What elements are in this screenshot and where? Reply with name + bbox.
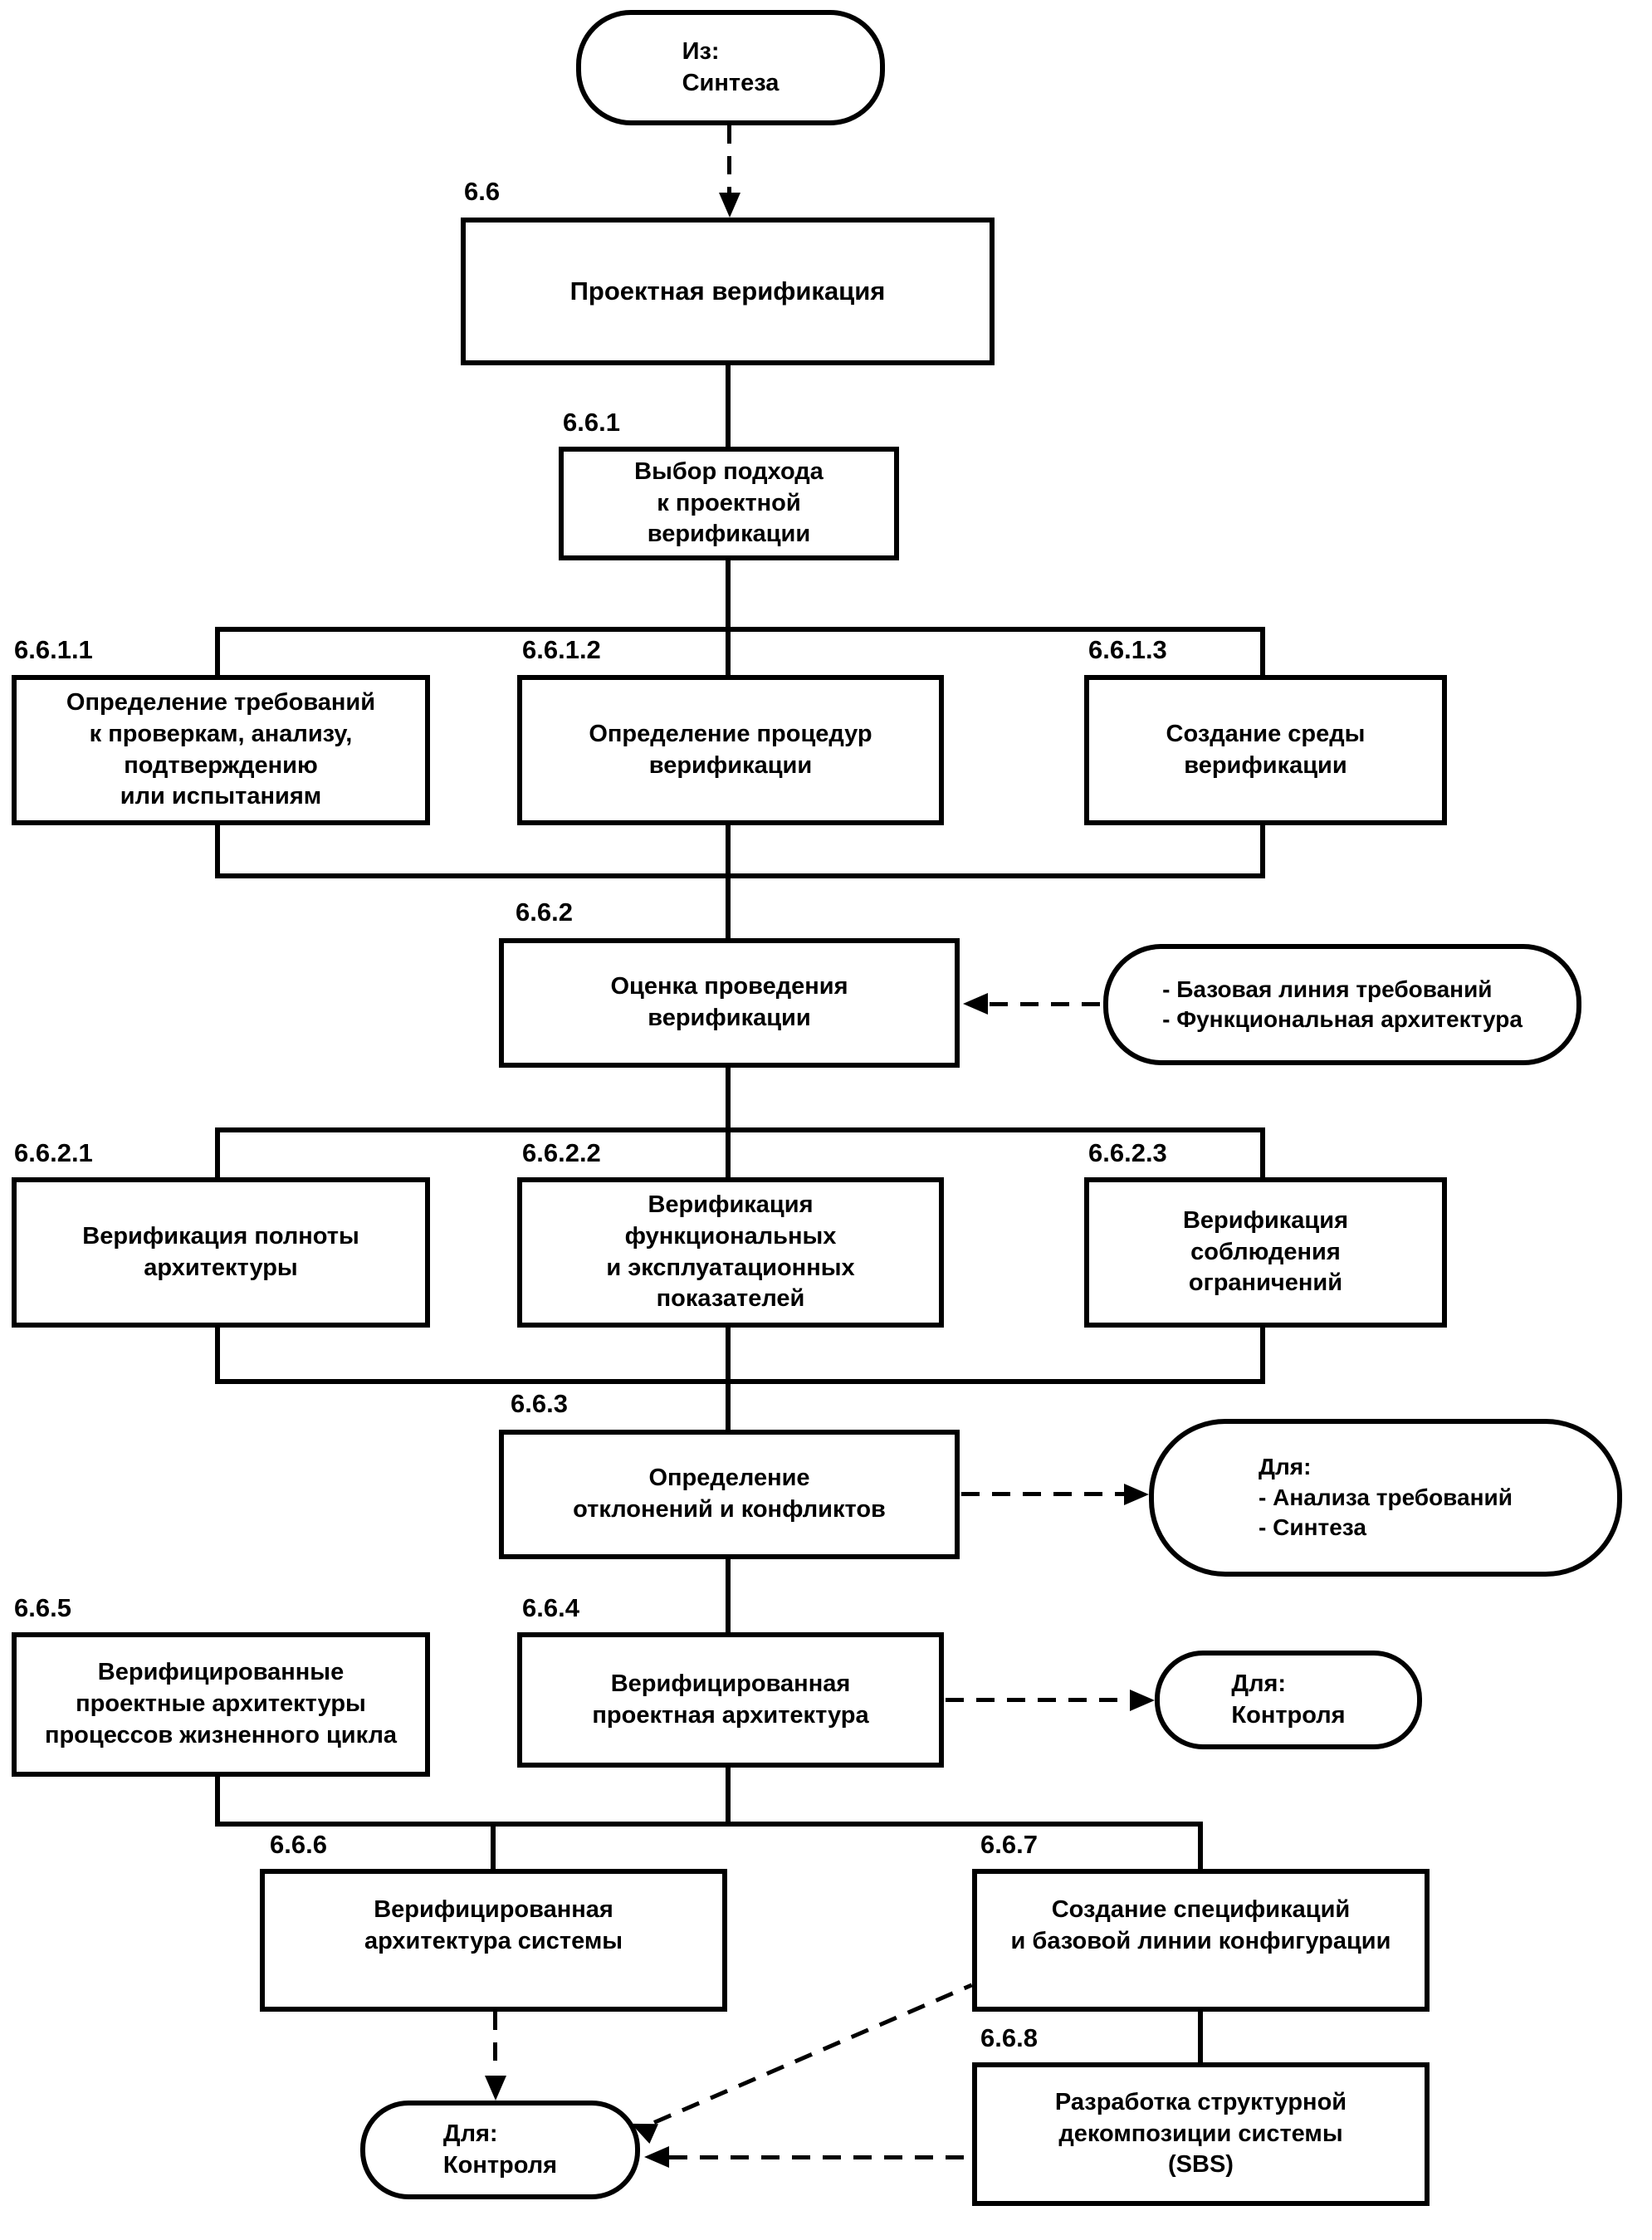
- section-number-6-6-1-2: 6.6.1.2: [522, 635, 601, 664]
- input-requirements-baseline: - Базовая линия требований - Функциональ…: [1103, 944, 1581, 1065]
- row2-branch-bar-top: [215, 1127, 1265, 1132]
- output-for-requirements-analysis-synthesis: Для: - Анализа требований - Синтеза: [1149, 1419, 1622, 1577]
- process-box-6-6-1-3: Создание среды верификации: [1084, 675, 1447, 825]
- process-box-6-6-7: Создание спецификаций и базовой линии ко…: [972, 1869, 1430, 2012]
- section-number-6-6-7: 6.6.7: [980, 1830, 1038, 1859]
- output-for-control-right-label: Для: Контроля: [1231, 1670, 1346, 1729]
- dashed-connector-6-6-4-to-output: [946, 1698, 1130, 1702]
- row1-branch-bar-top: [215, 627, 1265, 632]
- terminator-from-synthesis: Из: Синтеза: [576, 10, 885, 125]
- process-box-6-6-8-label: Разработка структурной декомпозиции сист…: [1054, 2088, 1347, 2179]
- section-number-6-6-1: 6.6.1: [563, 408, 620, 437]
- row3-stub-to-6-6-7: [1198, 1822, 1203, 1869]
- connector-6-6-2-to-row2: [726, 1068, 731, 1181]
- process-box-6-6-1-2-label: Определение процедур верификации: [589, 720, 872, 779]
- connector-6-6-4-down: [726, 1768, 731, 1827]
- section-number-6-6-5: 6.6.5: [14, 1593, 71, 1622]
- connector-row2-to-6-6-3: [726, 1328, 731, 1430]
- connector-6-6-1-to-row1: [726, 560, 731, 677]
- process-box-6-6-3-label: Определение отклонений и конфликтов: [573, 1465, 886, 1523]
- process-box-6-6-3: Определение отклонений и конфликтов: [499, 1430, 960, 1559]
- row1-branch-stub-left: [215, 627, 220, 677]
- arrowhead-into-output-664: [1130, 1690, 1155, 1711]
- process-box-6-6-2-2: Верификация функциональных и эксплуатаци…: [517, 1177, 944, 1328]
- process-box-6-6-6: Верифицированная архитектура системы: [260, 1869, 727, 2012]
- row2-merge-bar: [215, 1379, 1265, 1384]
- process-box-6-6-4: Верифицированная проектная архитектура: [517, 1632, 944, 1768]
- output-for-control-right: Для: Контроля: [1155, 1651, 1422, 1749]
- process-box-6-6-6-label: Верифицированная архитектура системы: [364, 1896, 623, 1954]
- row3-stub-to-6-6-6: [491, 1825, 496, 1869]
- section-number-6-6-2-2: 6.6.2.2: [522, 1138, 601, 1167]
- dashed-connector-synthesis-to-6-6: [727, 125, 731, 193]
- section-number-6-6: 6.6: [464, 177, 501, 206]
- section-number-6-6-3: 6.6.3: [511, 1389, 568, 1418]
- dashed-connector-6-6-3-to-output: [961, 1492, 1124, 1496]
- input-requirements-baseline-label: - Базовая линия требований - Функциональ…: [1162, 976, 1522, 1032]
- process-box-6-6-label: Проектная верификация: [569, 276, 886, 306]
- process-box-6-6-2-3: Верификация соблюдения ограничений: [1084, 1177, 1447, 1328]
- arrowhead-into-control-from-6-6-6: [485, 2076, 506, 2101]
- output-for-control-bottom-label: Для: Контроля: [442, 2120, 558, 2179]
- process-box-6-6: Проектная верификация: [461, 218, 995, 365]
- process-box-6-6-5: Верифицированные проектные архитектуры п…: [12, 1632, 430, 1777]
- connector-row1-to-6-6-2: [726, 824, 731, 940]
- terminator-from-synthesis-label: Из: Синтеза: [682, 37, 780, 96]
- section-number-6-6-8: 6.6.8: [980, 2023, 1038, 2052]
- process-box-6-6-2-label: Оценка проведения верификации: [610, 973, 848, 1031]
- connector-6-6-3-to-6-6-4: [726, 1559, 731, 1632]
- connector-6-6-5-down: [215, 1777, 220, 1827]
- process-box-6-6-5-label: Верифицированные проектные архитектуры п…: [44, 1659, 398, 1748]
- dashed-connector-6-6-8-to-control: [669, 2155, 972, 2159]
- process-box-6-6-1: Выбор подхода к проектной верификации: [559, 447, 899, 560]
- process-box-6-6-1-1-label: Определение требований к проверкам, анал…: [66, 689, 376, 810]
- process-box-6-6-2-1-label: Верификация полноты архитектуры: [82, 1222, 359, 1281]
- dashed-connector-baseline-to-6-6-2: [990, 1002, 1103, 1006]
- connector-6-6-7-to-6-6-8: [1198, 2012, 1203, 2062]
- process-box-6-6-1-1: Определение требований к проверкам, анал…: [12, 675, 430, 825]
- process-box-6-6-4-label: Верифицированная проектная архитектура: [592, 1670, 869, 1729]
- process-box-6-6-2-3-label: Верификация соблюдения ограничений: [1182, 1206, 1349, 1297]
- process-box-6-6-2-1: Верификация полноты архитектуры: [12, 1177, 430, 1328]
- arrowhead-into-control-from-6-6-8: [644, 2146, 669, 2168]
- section-number-6-6-6: 6.6.6: [270, 1830, 327, 1859]
- section-number-6-6-1-3: 6.6.1.3: [1088, 635, 1167, 664]
- process-box-6-6-8: Разработка структурной декомпозиции сист…: [972, 2062, 1430, 2206]
- process-box-6-6-1-3-label: Создание среды верификации: [1166, 720, 1366, 779]
- row1-merge-stub-right: [1260, 824, 1265, 878]
- row2-branch-stub-left: [215, 1127, 220, 1179]
- output-for-control-bottom: Для: Контроля: [360, 2101, 640, 2199]
- output-for-requirements-analysis-synthesis-label: Для: - Анализа требований - Синтеза: [1259, 1454, 1513, 1541]
- section-number-6-6-1-1: 6.6.1.1: [14, 635, 93, 664]
- arrowhead-into-6-6: [719, 193, 740, 218]
- section-number-6-6-2-3: 6.6.2.3: [1088, 1138, 1167, 1167]
- dashed-connector-6-6-6-to-control: [493, 2012, 497, 2073]
- row2-branch-stub-right: [1260, 1127, 1265, 1179]
- section-number-6-6-2: 6.6.2: [516, 897, 573, 927]
- row1-branch-stub-right: [1260, 627, 1265, 677]
- process-box-6-6-2-2-label: Верификация функциональных и эксплуатаци…: [606, 1191, 855, 1313]
- row2-merge-stub-right: [1260, 1328, 1265, 1382]
- process-box-6-6-1-label: Выбор подхода к проектной верификации: [634, 457, 824, 548]
- process-box-6-6-7-label: Создание спецификаций и базовой линии ко…: [1010, 1896, 1391, 1954]
- process-box-6-6-2: Оценка проведения верификации: [499, 938, 960, 1068]
- section-number-6-6-4: 6.6.4: [522, 1593, 579, 1622]
- arrowhead-into-6-6-2: [963, 993, 988, 1015]
- arrowhead-into-output-663: [1124, 1484, 1149, 1505]
- connector-6-6-to-6-6-1: [726, 365, 731, 447]
- row2-merge-stub-left: [215, 1328, 220, 1382]
- row3-distribution-bar: [215, 1822, 1203, 1827]
- process-box-6-6-1-2: Определение процедур верификации: [517, 675, 944, 825]
- section-number-6-6-2-1: 6.6.2.1: [14, 1138, 93, 1167]
- row1-merge-stub-left: [215, 824, 220, 878]
- row1-merge-bar: [215, 873, 1265, 878]
